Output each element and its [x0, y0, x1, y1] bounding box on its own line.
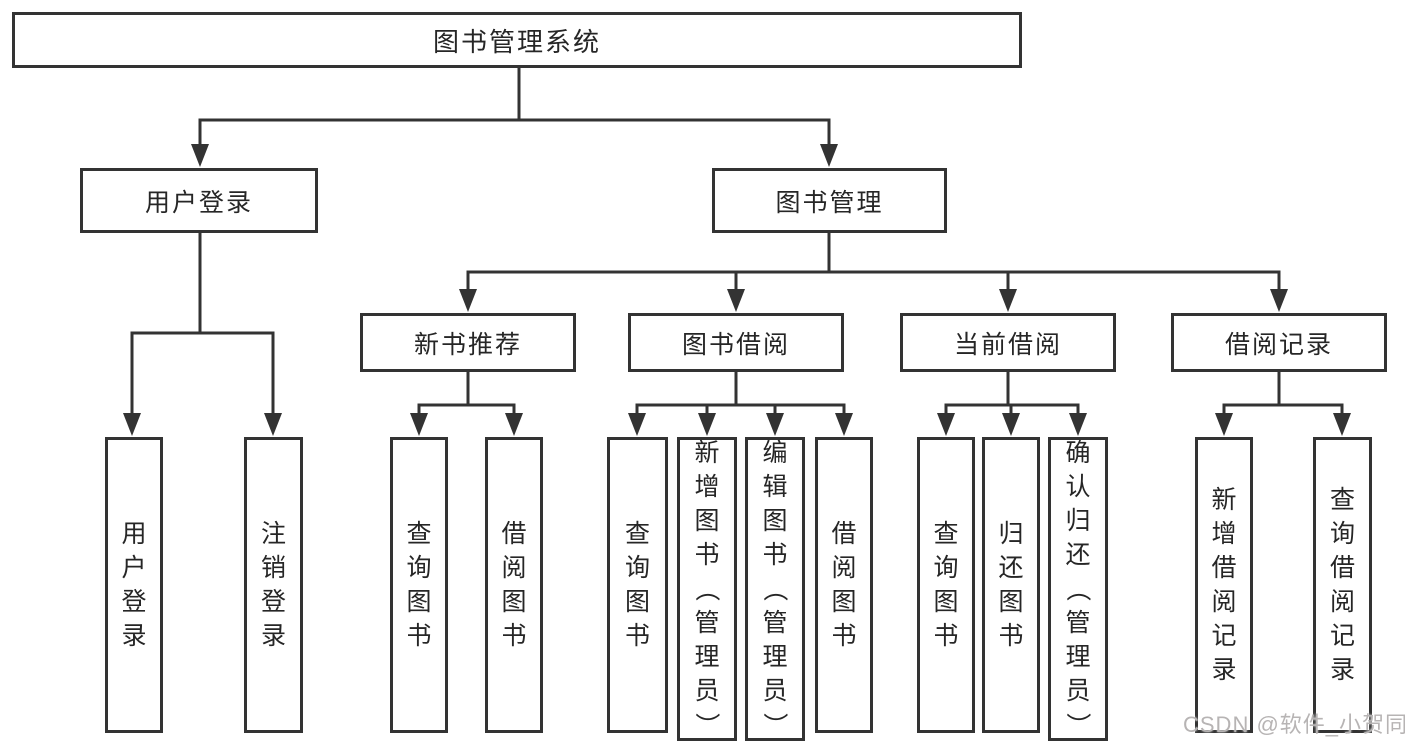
leaf-current-confirm-return-admin-label: 确认归还（管理员）	[1063, 439, 1092, 738]
leaf-user-login: 用户登录	[105, 437, 163, 733]
node-root: 图书管理系统	[12, 12, 1022, 68]
leaf-borrow-query-books-label: 查询图书	[624, 520, 650, 650]
node-current-borrowing-label: 当前借阅	[953, 330, 1062, 359]
leaf-borrow-add-books-admin-label: 新增图书（管理员）	[692, 439, 721, 738]
node-root-label: 图书管理系统	[432, 26, 601, 57]
leaf-record-query-borrow-record-label: 查询借阅记录	[1329, 486, 1355, 684]
node-current-borrowing: 当前借阅	[900, 313, 1116, 372]
leaf-recommend-borrow-books: 借阅图书	[485, 437, 543, 733]
leaf-borrow-add-books-admin: 新增图书（管理员）	[677, 437, 737, 741]
node-new-book-recommend: 新书推荐	[360, 313, 576, 372]
leaf-record-add-borrow-record: 新增借阅记录	[1195, 437, 1253, 733]
leaf-recommend-query-books: 查询图书	[390, 437, 448, 733]
node-user-login-branch: 用户登录	[80, 168, 318, 233]
csdn-watermark: CSDN @软件_小贺同学	[1183, 712, 1405, 737]
leaf-borrow-borrow-books: 借阅图书	[815, 437, 873, 733]
leaf-logout-login-label: 注销登录	[260, 520, 286, 650]
leaf-current-confirm-return-admin: 确认归还（管理员）	[1048, 437, 1108, 741]
leaf-current-return-books: 归还图书	[982, 437, 1040, 733]
leaf-current-query-books-label: 查询图书	[933, 520, 959, 650]
leaf-recommend-query-books-label: 查询图书	[406, 520, 432, 650]
leaf-borrow-borrow-books-label: 借阅图书	[831, 520, 857, 650]
node-book-borrowing: 图书借阅	[628, 313, 844, 372]
leaf-borrow-query-books: 查询图书	[607, 437, 668, 733]
node-new-book-recommend-label: 新书推荐	[413, 330, 522, 359]
leaf-logout-login: 注销登录	[244, 437, 303, 733]
leaf-borrow-edit-books-admin-label: 编辑图书（管理员）	[760, 439, 789, 738]
node-borrowing-records: 借阅记录	[1171, 313, 1387, 372]
node-borrowing-records-label: 借阅记录	[1224, 330, 1333, 359]
node-book-borrowing-label: 图书借阅	[681, 330, 790, 359]
leaf-record-query-borrow-record: 查询借阅记录	[1313, 437, 1372, 733]
node-book-management: 图书管理	[712, 168, 947, 233]
node-book-management-label: 图书管理	[775, 188, 884, 217]
leaf-user-login-label: 用户登录	[121, 520, 147, 650]
arrowheads	[123, 144, 1351, 436]
leaf-borrow-edit-books-admin: 编辑图书（管理员）	[745, 437, 805, 741]
leaf-current-return-books-label: 归还图书	[998, 520, 1024, 650]
leaf-record-add-borrow-record-label: 新增借阅记录	[1211, 486, 1237, 684]
leaf-recommend-borrow-books-label: 借阅图书	[501, 520, 527, 650]
node-user-login-branch-label: 用户登录	[144, 188, 253, 217]
leaf-current-query-books: 查询图书	[917, 437, 975, 733]
